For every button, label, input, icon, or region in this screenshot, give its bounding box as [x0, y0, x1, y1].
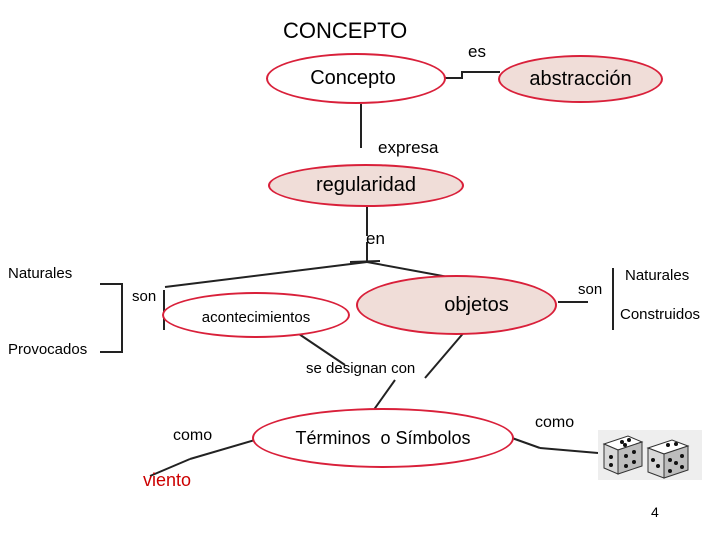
link-como-left: como — [173, 428, 212, 444]
bracket-son-left — [100, 284, 122, 352]
connector-como-dice — [540, 448, 598, 453]
label-viento: viento — [143, 471, 191, 489]
connector-como-right — [512, 438, 540, 448]
link-se-designan-con: se designan con — [306, 361, 415, 376]
dice-image — [598, 430, 702, 480]
node-concepto-label: Concepto — [310, 67, 396, 90]
link-en: en — [366, 230, 385, 247]
connector-en-top — [350, 261, 380, 262]
connector-es — [443, 72, 500, 78]
label-naturales-left: Naturales — [8, 266, 72, 281]
page-number: 4 — [651, 505, 659, 519]
node-acontecimientos: acontecimientos — [162, 292, 350, 338]
link-son-right: son — [578, 282, 602, 297]
label-construidos: Construidos — [620, 307, 700, 322]
label-naturales-right: Naturales — [625, 268, 689, 283]
node-abstraccion-label: abstracción — [529, 68, 631, 91]
connector-objetos-designan — [425, 330, 466, 378]
link-como-right: como — [535, 415, 574, 431]
node-terminos-label: Términos o Símbolos — [295, 428, 470, 449]
label-provocados: Provocados — [8, 342, 87, 357]
link-son-left: son — [132, 289, 156, 304]
link-es: es — [468, 43, 486, 60]
connector-en-left — [165, 262, 367, 287]
node-abstraccion: abstracción — [498, 55, 663, 103]
node-concepto: Concepto — [266, 53, 446, 104]
page-title: CONCEPTO — [283, 20, 407, 42]
node-terminos: Términos o Símbolos — [252, 408, 514, 468]
node-regularidad: regularidad — [268, 164, 464, 207]
node-objetos: objetos — [356, 275, 557, 335]
node-acontecimientos-label: acontecimientos — [202, 309, 310, 326]
node-regularidad-label: regularidad — [316, 174, 416, 197]
node-objetos-label: objetos — [444, 294, 509, 317]
link-expresa: expresa — [378, 139, 438, 156]
